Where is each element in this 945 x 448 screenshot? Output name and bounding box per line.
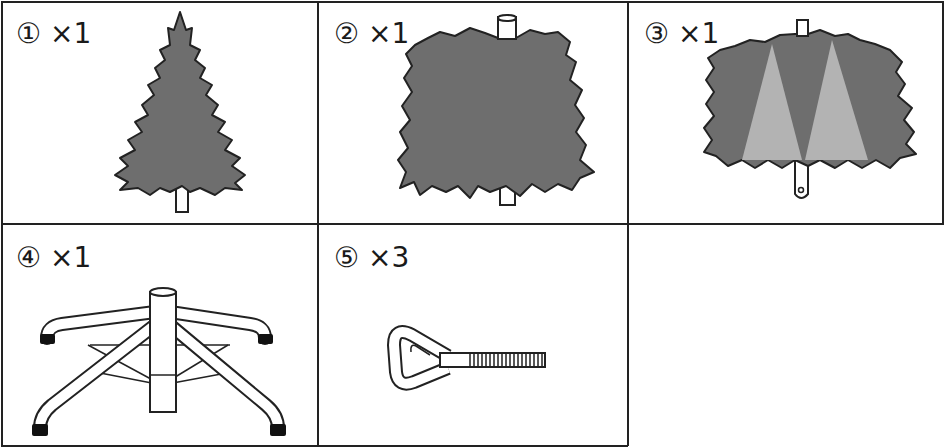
quantity: ×1 — [50, 18, 91, 50]
stand-leg — [170, 325, 278, 428]
stand-feet — [32, 334, 286, 436]
stand-collar — [150, 374, 176, 376]
stand-foot — [270, 424, 286, 436]
screw-thread — [470, 353, 542, 367]
tree-branches — [115, 12, 245, 195]
tree-branches — [704, 30, 916, 168]
quantity: ×1 — [368, 18, 409, 50]
grid-bottom-row — [2, 224, 628, 446]
stand-foot — [40, 334, 55, 344]
callout-number: ⑤ — [334, 242, 359, 274]
screw-shaft — [440, 353, 545, 367]
callout-number: ① — [16, 18, 41, 50]
grid-divider — [317, 2, 319, 446]
quantity: ×3 — [368, 242, 409, 274]
pole-hole — [799, 188, 804, 193]
grid-top-row — [2, 2, 943, 224]
stand-foot — [32, 424, 48, 436]
tree-branches — [398, 28, 594, 198]
tree-middle-section — [398, 15, 594, 205]
screw-handle-inner — [411, 345, 430, 355]
socket-opening — [498, 15, 516, 21]
tree-stand — [32, 288, 286, 436]
quantity: ×1 — [50, 242, 91, 274]
callout-number: ② — [334, 18, 359, 50]
grid-divider — [627, 2, 629, 446]
stand-leg — [40, 325, 155, 428]
tree-bottom-section — [704, 20, 916, 198]
callout-number: ④ — [16, 242, 41, 274]
thumb-screw — [394, 332, 545, 384]
stand-leg — [40, 325, 155, 428]
quantity: ×1 — [678, 18, 719, 50]
branch-highlight — [805, 40, 868, 160]
callout-number: ③ — [644, 18, 669, 50]
branch-highlight — [742, 44, 802, 160]
stand-foot — [258, 334, 273, 344]
stand-leg — [170, 325, 278, 428]
stand-pole — [150, 292, 176, 412]
tree-pole — [797, 20, 808, 36]
tree-top-section — [115, 12, 245, 212]
stand-opening — [150, 288, 176, 296]
